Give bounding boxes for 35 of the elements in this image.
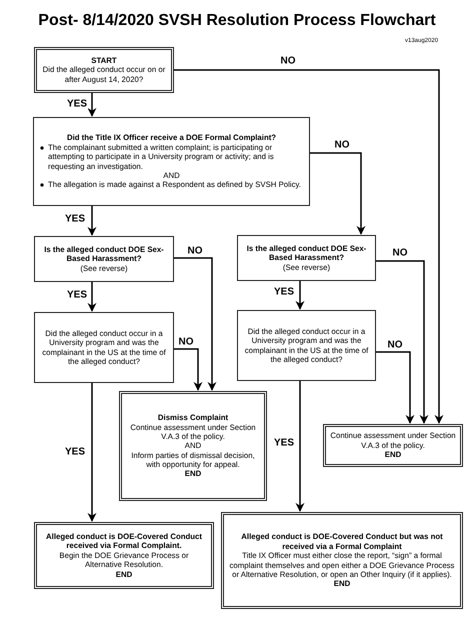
arrow [174,69,444,424]
decision-box [33,117,310,206]
edge-label: YES [64,214,86,224]
edge-label: YES [66,98,88,110]
arrow [296,281,304,310]
arrow [310,152,366,235]
arrow [376,351,414,424]
end-box [221,512,463,609]
title: Post- 8/14/2020 SVSH Resolution Process Flowchart [37,12,437,30]
edge-label: NO [186,246,204,256]
arrow [88,206,96,236]
edge-label: NO [280,56,296,66]
arrow [88,282,96,312]
arrow [88,93,96,117]
decision-box [34,312,174,383]
edge-label: YES [273,438,295,448]
edge-label: YES [64,446,86,458]
edge-label: NO [386,340,404,350]
arrow [376,260,428,424]
edge-label: NO [392,248,408,258]
decision-box [237,235,376,281]
end-box [323,424,463,467]
edge-label: YES [66,290,88,300]
edge-label: YES [273,286,295,298]
arrow [88,383,96,522]
decision-box [237,310,376,381]
decision-box [34,236,174,282]
edge-label: NO [178,336,194,348]
edge-label: NO [334,140,350,150]
end-box [119,391,267,501]
arrow [174,257,216,391]
end-box [34,522,214,589]
start-box [34,47,174,93]
arrow [296,381,304,512]
arrow [174,348,202,391]
